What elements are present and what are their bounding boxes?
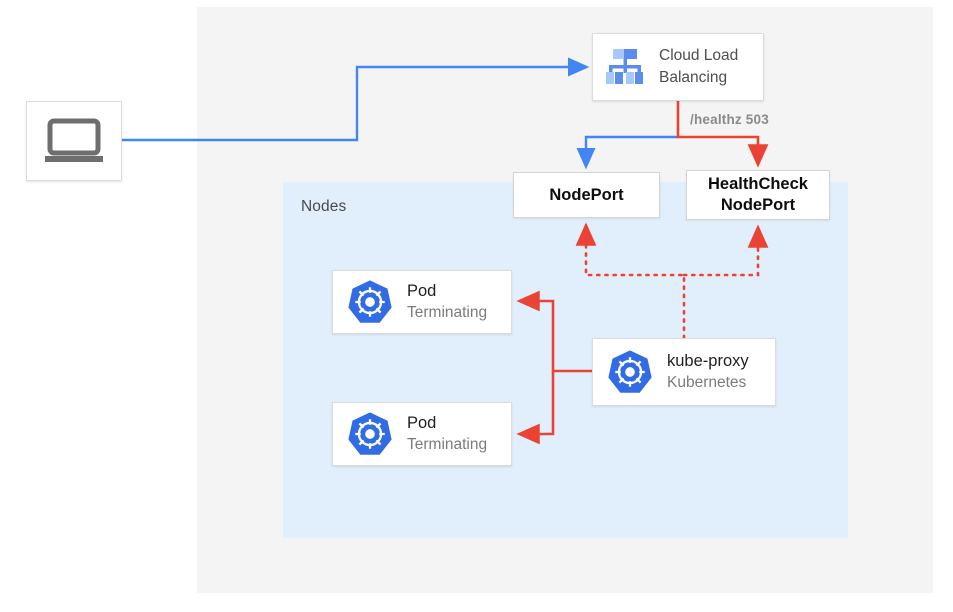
wire-loadbalancer-healthz: [676, 101, 769, 168]
wire-kubeproxy-to-hcnodeport-dotted: [682, 228, 760, 277]
hcnodeport-label-line2: NodePort: [720, 196, 796, 214]
load-balancer-icon: [606, 49, 643, 84]
cloud-load-balancing-node[interactable]: Cloud Load Balancing: [592, 33, 764, 101]
kubernetes-icon: [348, 412, 392, 455]
kubernetes-icon: [608, 350, 652, 393]
healthcheck-nodeport-node[interactable]: HealthCheck NodePort: [686, 170, 830, 220]
pod-1-text: Pod Terminating: [407, 281, 487, 323]
kubernetes-icon: [348, 280, 392, 323]
pod-node-1[interactable]: Pod Terminating: [332, 270, 512, 334]
pod-node-2[interactable]: Pod Terminating: [332, 402, 512, 466]
laptop-icon: [45, 118, 103, 162]
kube-proxy-subtitle: Kubernetes: [667, 373, 747, 391]
pod-1-status: Terminating: [407, 303, 488, 321]
kube-proxy-title: kube-proxy: [667, 352, 749, 371]
wire-kubeproxy-to-pod2: [516, 371, 555, 445]
wire-loadbalancer-to-nodeport: [576, 135, 678, 170]
healthz-edge-label: /healthz 503: [690, 112, 769, 127]
pod-1-title: Pod: [407, 282, 437, 301]
cloud-load-balancing-label: Cloud Load Balancing: [659, 45, 738, 89]
clb-label-line2: Balancing: [659, 69, 728, 86]
wire-kubeproxy-to-pod1: [516, 290, 592, 373]
nodeport-label: NodePort: [549, 185, 624, 204]
pod-2-title: Pod: [407, 414, 437, 433]
nodes-region-label: Nodes: [301, 198, 347, 215]
kube-proxy-node[interactable]: kube-proxy Kubernetes: [592, 338, 776, 406]
client-node[interactable]: [26, 101, 122, 181]
nodeport-node[interactable]: NodePort: [513, 172, 660, 218]
hcnodeport-label-line1: HealthCheck: [708, 175, 808, 194]
pod-2-text: Pod Terminating: [407, 413, 487, 455]
wire-client-to-loadbalancer: [122, 57, 590, 142]
kube-proxy-text: kube-proxy Kubernetes: [667, 351, 749, 393]
pod-2-status: Terminating: [407, 435, 488, 453]
clb-label-line1: Cloud Load: [659, 47, 739, 64]
wire-kubeproxy-to-nodeport-dotted: [584, 226, 686, 340]
